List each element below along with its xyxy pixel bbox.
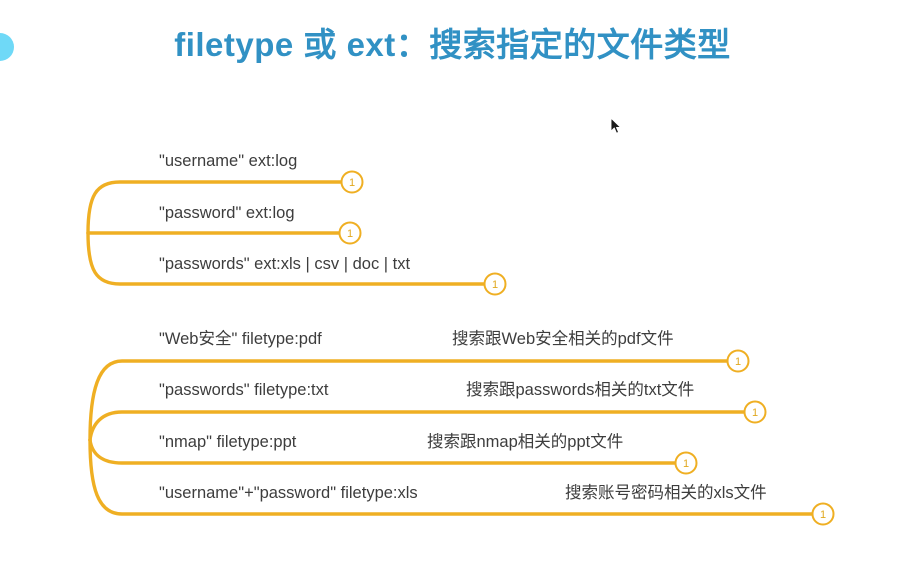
- query-desc-username-password-filetype-xls: 搜索账号密码相关的xls文件: [565, 484, 767, 502]
- page-title: filetype 或 ext：搜索指定的文件类型: [174, 26, 731, 63]
- query-label-password-ext-log: "password" ext:log: [159, 204, 295, 222]
- row-marker: 1: [340, 170, 364, 194]
- row-marker: 1: [743, 400, 767, 424]
- row-marker: 1: [674, 451, 698, 475]
- query-desc-web-security-filetype-pdf: 搜索跟Web安全相关的pdf文件: [452, 330, 674, 348]
- row-marker: 1: [338, 221, 362, 245]
- brace-line-5: [88, 410, 747, 442]
- brace-line-1: [86, 180, 344, 235]
- mouse-pointer-icon: [610, 117, 622, 134]
- brace-line-7: [88, 438, 815, 516]
- row-marker: 1: [726, 349, 750, 373]
- query-desc-nmap-filetype-ppt: 搜索跟nmap相关的ppt文件: [427, 433, 624, 451]
- brace-line-4: [88, 359, 730, 442]
- row-marker: 1: [811, 502, 835, 526]
- query-label-passwords-ext-multi: "passwords" ext:xls | csv | doc | txt: [159, 255, 411, 273]
- row-marker: 1: [483, 272, 507, 296]
- marker-label: 1: [492, 279, 498, 291]
- marker-label: 1: [752, 407, 758, 419]
- brace-line-3: [86, 231, 487, 286]
- marker-label: 1: [349, 177, 355, 189]
- query-label-username-ext-log: "username" ext:log: [159, 152, 298, 170]
- query-label-passwords-filetype-txt: "passwords" filetype:txt: [159, 381, 329, 399]
- query-label-web-security-filetype-pdf: "Web安全" filetype:pdf: [159, 330, 322, 348]
- query-label-nmap-filetype-ppt: "nmap" filetype:ppt: [159, 433, 297, 451]
- decorative-blue-dot: [0, 33, 14, 61]
- marker-label: 1: [735, 356, 741, 368]
- marker-label: 1: [347, 228, 353, 240]
- marker-label: 1: [820, 509, 826, 521]
- marker-label: 1: [683, 458, 689, 470]
- query-label-username-password-filetype-xls: "username"+"password" filetype:xls: [159, 484, 418, 502]
- marker-group: 1 1 1 1 1 1 1: [338, 170, 835, 526]
- query-desc-passwords-filetype-txt: 搜索跟passwords相关的txt文件: [466, 381, 695, 399]
